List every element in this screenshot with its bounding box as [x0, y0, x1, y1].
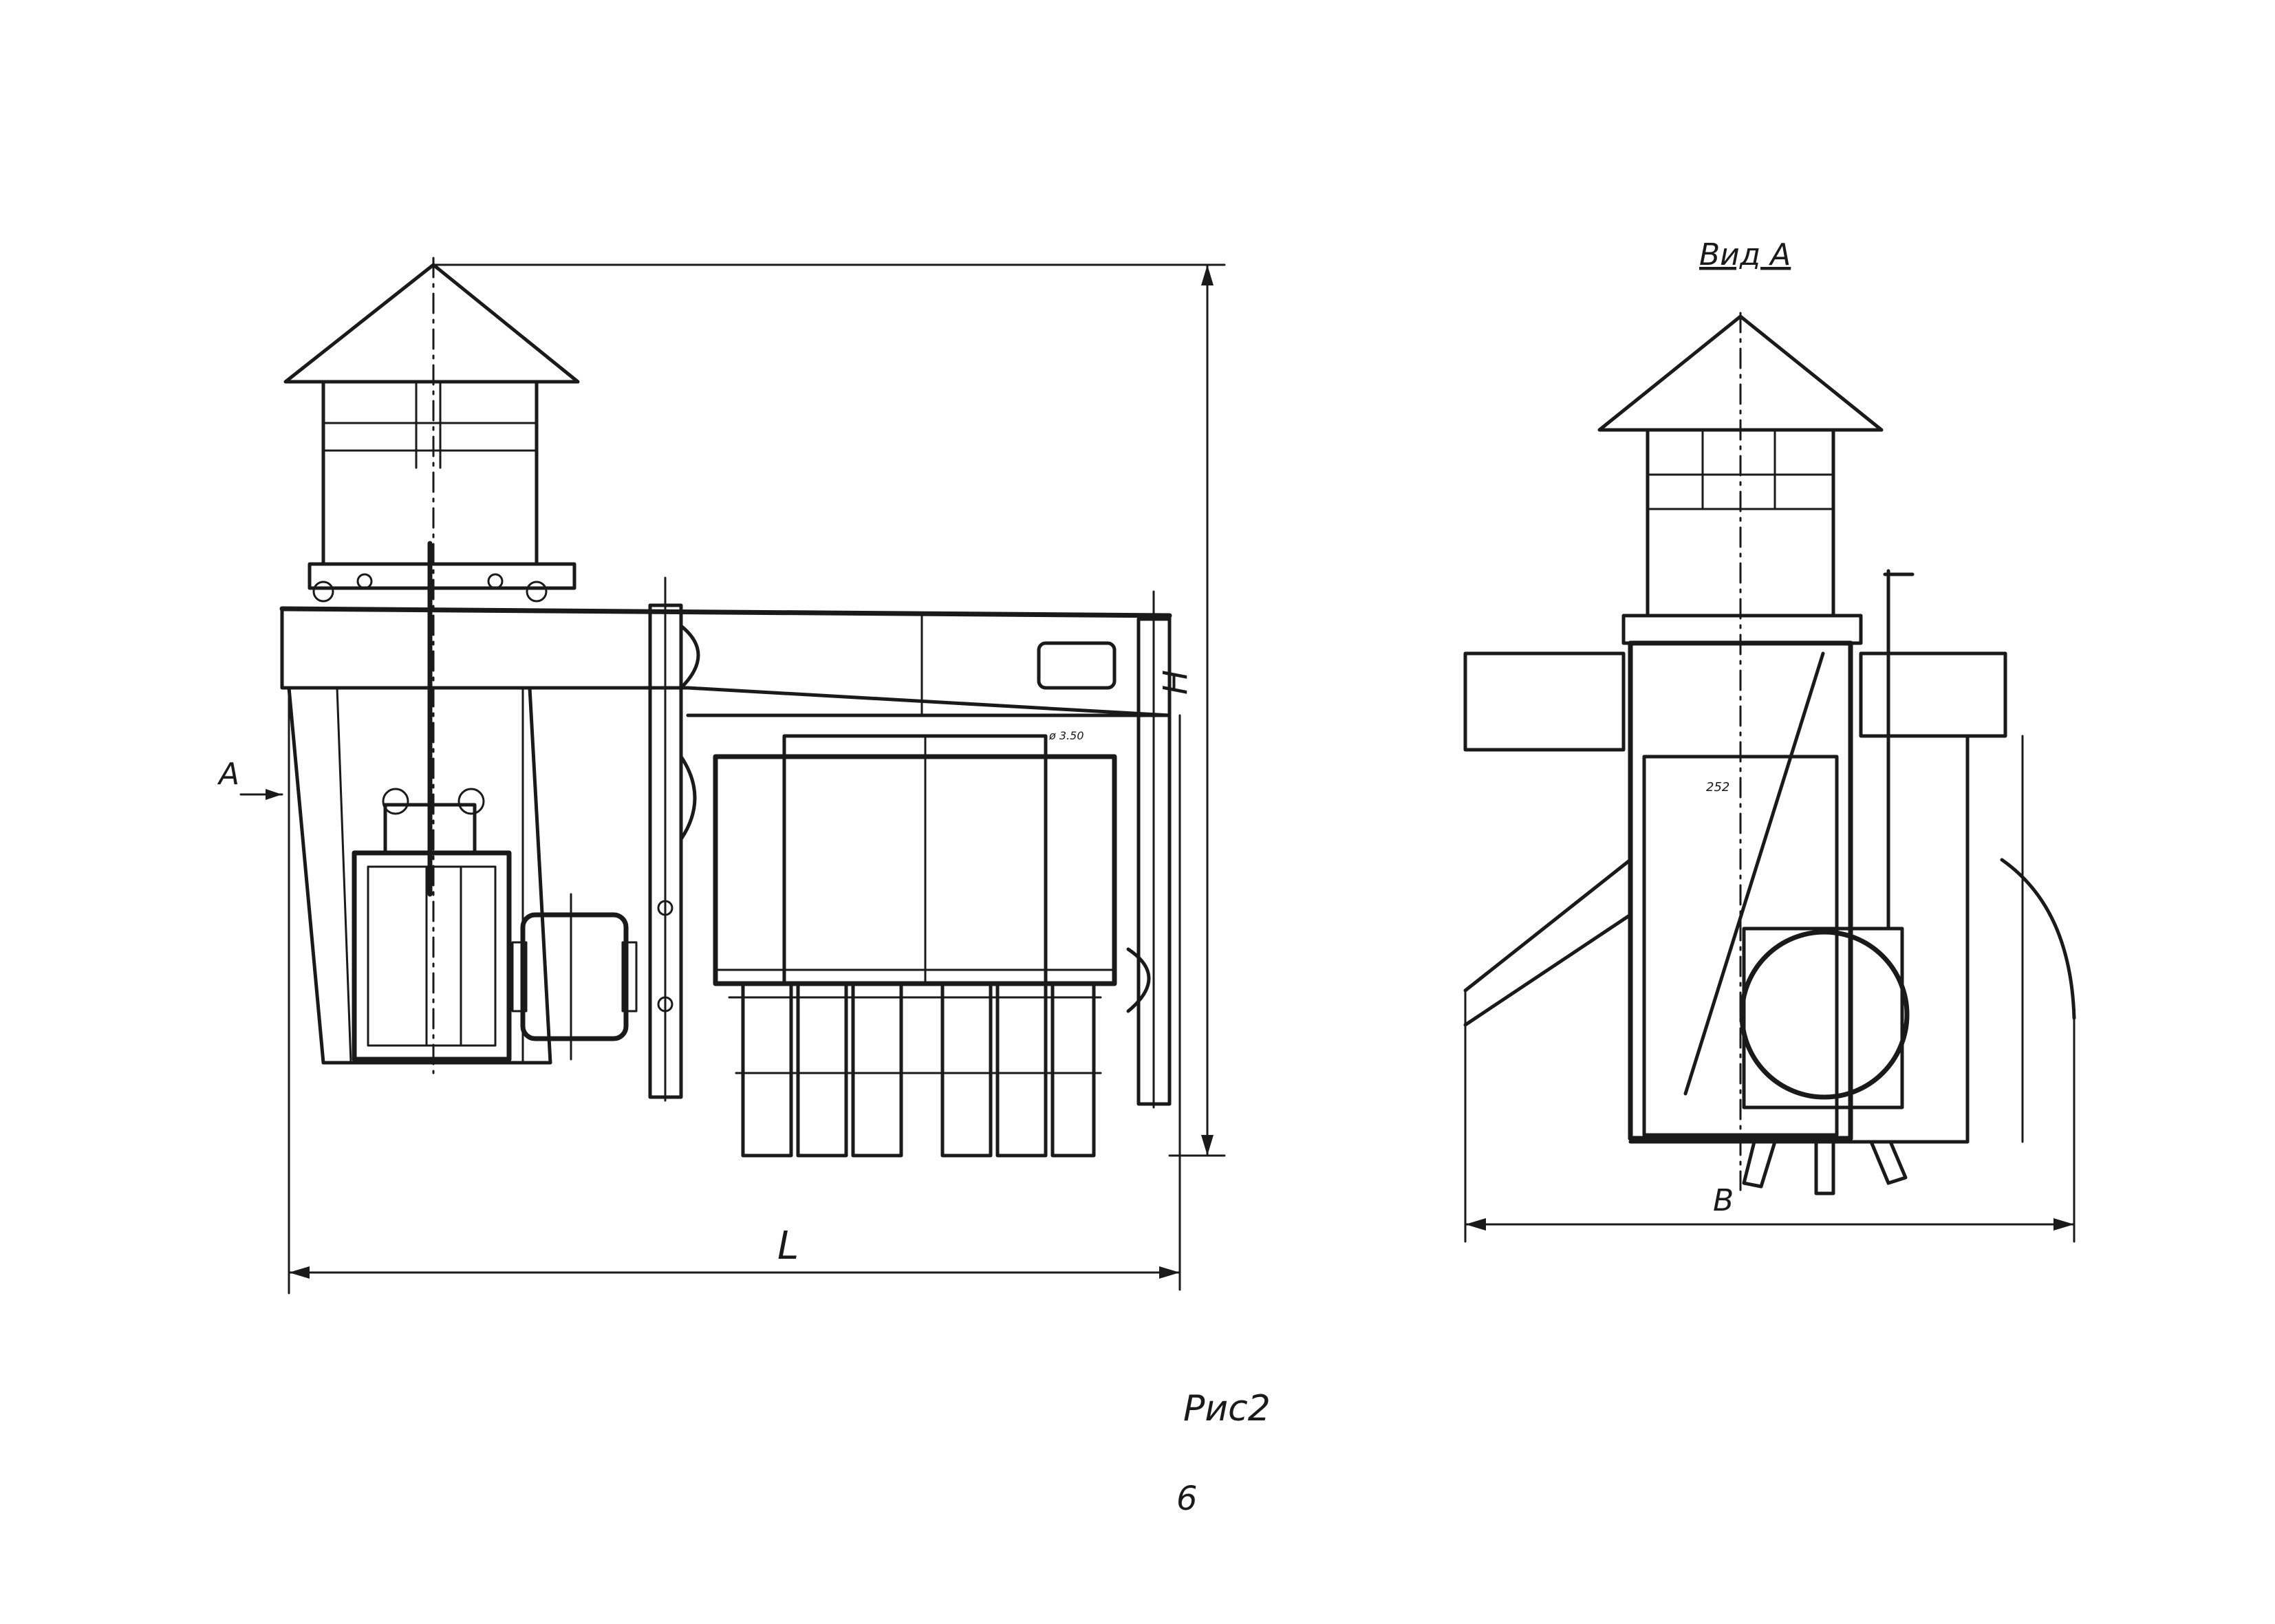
dimension-height-label: H — [1156, 670, 1195, 695]
view-marker-a — [239, 789, 283, 800]
side-housing — [1628, 569, 1915, 1141]
view-marker-a-label: A — [217, 757, 239, 792]
page-number: 6 — [1176, 1480, 1198, 1518]
side-drum-bracket — [1742, 927, 1904, 1109]
gearbox — [511, 893, 638, 1061]
figure-caption: Рис2 — [1183, 1388, 1271, 1429]
side-chute — [1463, 858, 1632, 1027]
discharge-teeth — [728, 982, 1102, 1158]
side-view: Вид А — [1463, 237, 2076, 1243]
side-wings — [1463, 651, 2007, 752]
side-drum — [1739, 929, 1910, 1100]
front-view: ø 3.50 L H A — [217, 257, 1226, 1295]
screen-drum — [713, 734, 1117, 986]
main-frame — [279, 606, 1172, 717]
side-view-title: Вид А — [1699, 237, 1791, 272]
side-small-dimension: 252 — [1706, 780, 1729, 794]
dimension-width-label: B — [1713, 1183, 1734, 1218]
hopper-body — [321, 380, 539, 566]
side-flange — [1621, 614, 1863, 645]
electric-motor — [352, 788, 512, 1062]
side-outer-casing — [1628, 734, 2076, 1144]
dimension-width — [1464, 1017, 2075, 1243]
right-support-post — [1126, 590, 1172, 1109]
side-spouts — [1742, 1140, 1908, 1195]
drive-column — [648, 576, 700, 1102]
dimension-length-label: L — [777, 1224, 799, 1268]
hopper-cap — [283, 263, 580, 384]
dimension-length — [288, 693, 1181, 1295]
top-flange — [308, 562, 576, 603]
dimension-height — [432, 263, 1226, 1157]
front-small-dimension: ø 3.50 — [1048, 729, 1084, 742]
